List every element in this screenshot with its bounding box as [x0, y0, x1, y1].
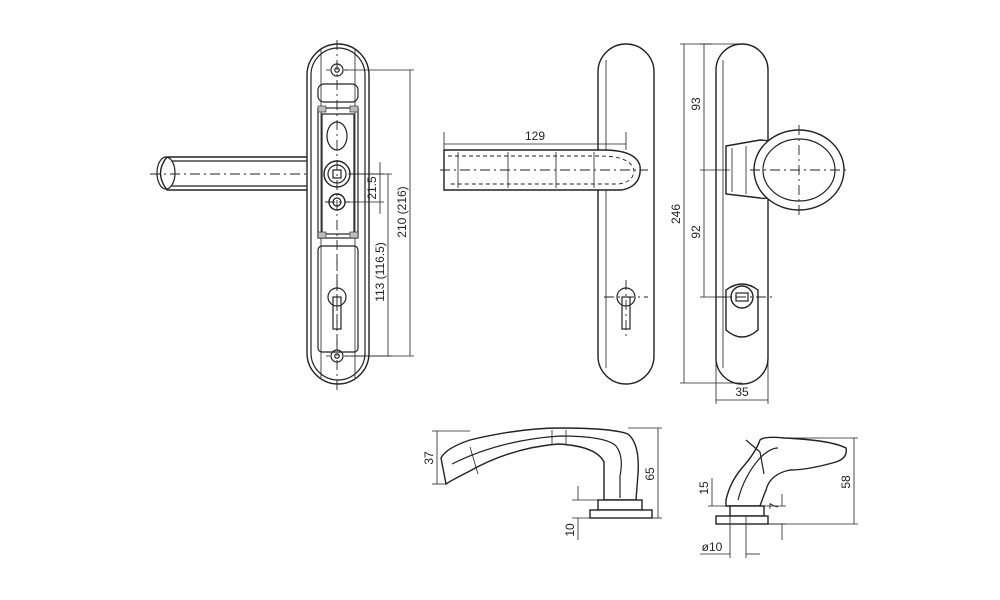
lever-detail-view: 37 65 10 [422, 427, 662, 540]
side-view: 129 [440, 43, 655, 385]
front-lever-bar [150, 156, 318, 191]
rear-dimension-93: 93 [689, 43, 730, 171]
side-keyhole [604, 280, 648, 340]
rear-dimension-93-label: 93 [689, 97, 703, 111]
rear-dimension-92: 92 [689, 170, 730, 298]
front-backplate [306, 43, 370, 385]
lever-dimension-10: 10 [563, 486, 598, 540]
knob-dimension-58-label: 58 [839, 475, 853, 489]
lever-dimension-37-label: 37 [422, 451, 436, 465]
rear-dimension-246-label: 246 [669, 204, 683, 224]
side-lever [440, 149, 648, 191]
side-dimension-129-label: 129 [525, 129, 545, 143]
knob-dimension-dia10-label: ø10 [702, 540, 723, 554]
side-backplate [597, 43, 655, 385]
rear-dimension-246: 246 [669, 43, 742, 384]
lever-dimension-37: 37 [422, 430, 470, 485]
lever-dimension-10-label: 10 [563, 523, 577, 537]
knob-dimension-7-label: 7 [767, 502, 781, 509]
knob-detail-shape [715, 436, 847, 525]
knob-dimension-dia10: ø10 [700, 516, 760, 558]
knob-dimension-15: 15 [697, 478, 730, 507]
rear-dimension-92-label: 92 [689, 225, 703, 239]
rear-cylinder [716, 283, 775, 338]
rear-view: 246 93 92 35 [669, 43, 850, 404]
front-dimension-210: 210 (216) [345, 69, 414, 357]
knob-dimension-7: 7 [764, 494, 786, 540]
knob-dimension-58: 58 [768, 437, 858, 525]
lever-dimension-65: 65 [628, 427, 662, 519]
front-view: 21.5 113 (116.5) 210 (216) [150, 40, 414, 390]
front-dimension-21-5-label: 21.5 [365, 176, 379, 200]
front-dimension-113-label: 113 (116.5) [373, 242, 387, 302]
knob-dimension-15-label: 15 [697, 481, 711, 495]
front-dimension-210-label: 210 (216) [395, 186, 409, 237]
rear-dimension-35: 35 [715, 360, 769, 404]
rear-knob [725, 125, 850, 215]
lever-detail-shape [440, 427, 653, 519]
lever-dimension-65-label: 65 [643, 467, 657, 481]
rear-dimension-35-label: 35 [735, 385, 749, 399]
knob-detail-view: 15 7 58 ø10 [697, 436, 858, 558]
front-dimension-113: 113 (116.5) [350, 173, 392, 357]
side-dimension-129: 129 [443, 129, 627, 150]
